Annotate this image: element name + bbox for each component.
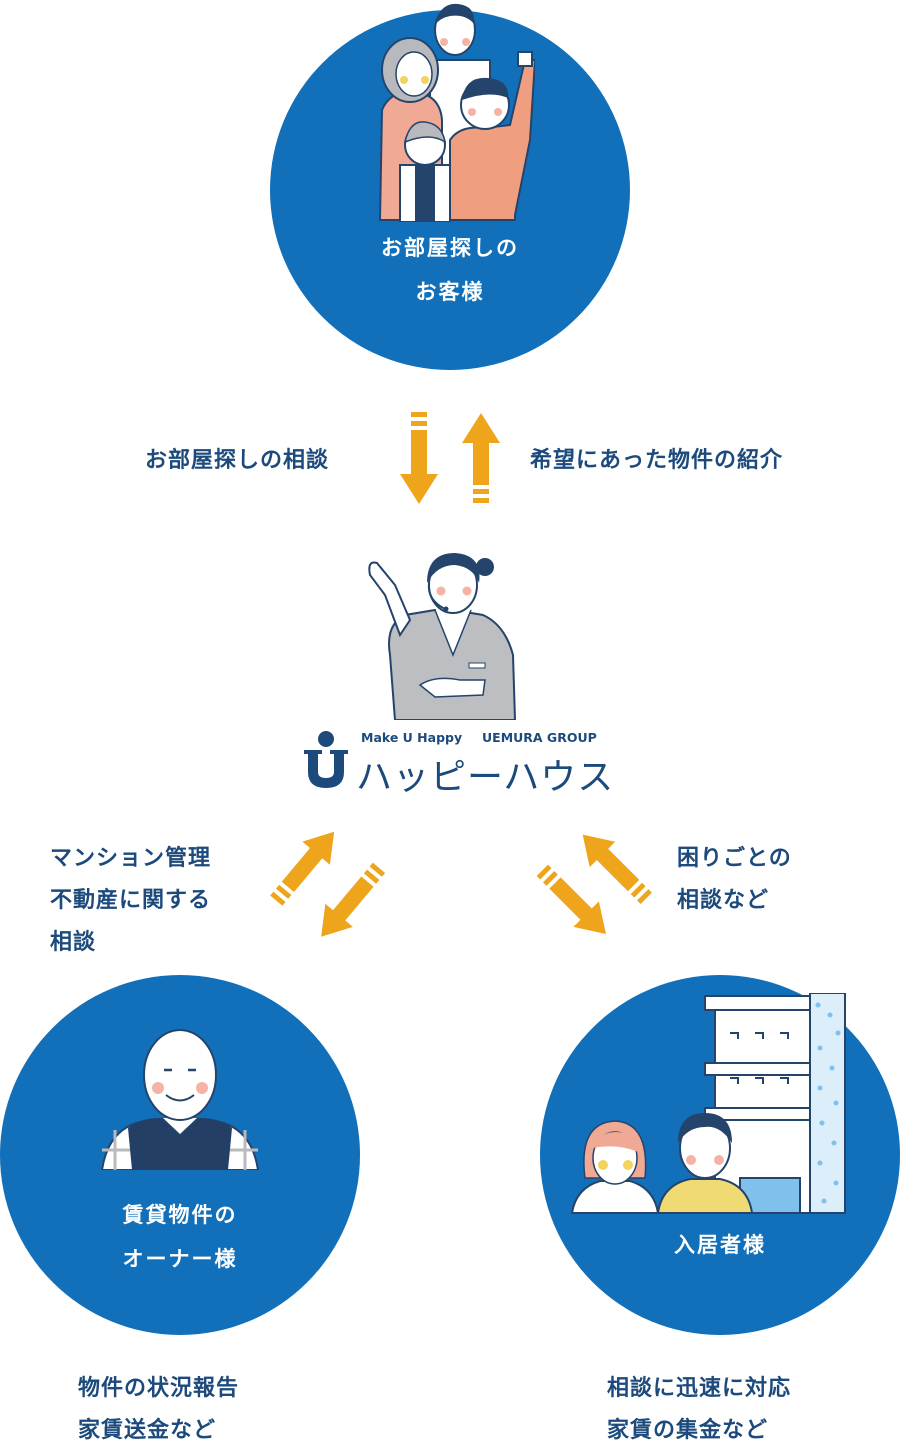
customer-circle: お部屋探しの お客様 [270, 3, 630, 370]
owner-consultation-line2: 不動産に関する [50, 888, 212, 913]
customer-label-line1: お部屋探しの [381, 236, 519, 260]
arrow-up-left-icon [582, 834, 652, 904]
arrow-down-left-icon [321, 862, 386, 937]
owner-circle: 賃貸物件の オーナー様 [0, 975, 360, 1335]
logo-tagline: Make U Happy [361, 730, 463, 745]
owner-report-line1: 物件の状況報告 [78, 1376, 240, 1401]
staff-with-headset-illustration-icon [368, 553, 517, 720]
tenant-consultation-line1: 困りごとの [677, 846, 792, 871]
owner-label-line2: オーナー様 [122, 1247, 238, 1271]
tenant-consultation-line2: 相談など [677, 888, 770, 913]
tenant-support-line2: 家賃の集金など [607, 1418, 769, 1443]
logo-group-name: UEMURA GROUP [482, 730, 597, 745]
tenant-circle: 入居者様 [540, 975, 900, 1335]
family-illustration-icon [378, 3, 535, 222]
elderly-man-illustration-icon [100, 1029, 260, 1170]
arrow-up-icon [462, 413, 500, 503]
flow-label-room-search-consultation: お部屋探しの相談 [145, 448, 330, 473]
flow-label-property-introduction: 希望にあった物件の紹介 [530, 448, 784, 473]
owner-report-line2: 家賃送金など [78, 1418, 217, 1443]
customer-label-line2: お客様 [415, 280, 485, 304]
flow-label-owner-consultation: マンション管理 不動産に関する 相談 [50, 838, 211, 964]
tenant-label: 入居者様 [674, 1233, 766, 1257]
owner-consultation-line1: マンション管理 [50, 846, 212, 871]
arrow-up-right-icon [270, 831, 335, 906]
flow-label-tenant-consultation: 困りごとの 相談など [677, 838, 792, 922]
owner-label-line1: 賃貸物件の [122, 1203, 238, 1227]
arrow-down-right-icon [536, 864, 606, 934]
arrow-down-icon [400, 412, 438, 504]
couple-with-apartment-illustration-icon [570, 993, 846, 1214]
flow-label-tenant-support: 相談に迅速に対応 家賃の集金など [607, 1368, 791, 1448]
u-logo-icon [304, 731, 348, 788]
tenant-support-line1: 相談に迅速に対応 [607, 1376, 792, 1401]
logo-company-name: ハッピーハウス [356, 757, 615, 798]
flow-label-owner-report: 物件の状況報告 家賃送金など [78, 1368, 239, 1448]
owner-consultation-line3: 相談 [50, 930, 97, 955]
